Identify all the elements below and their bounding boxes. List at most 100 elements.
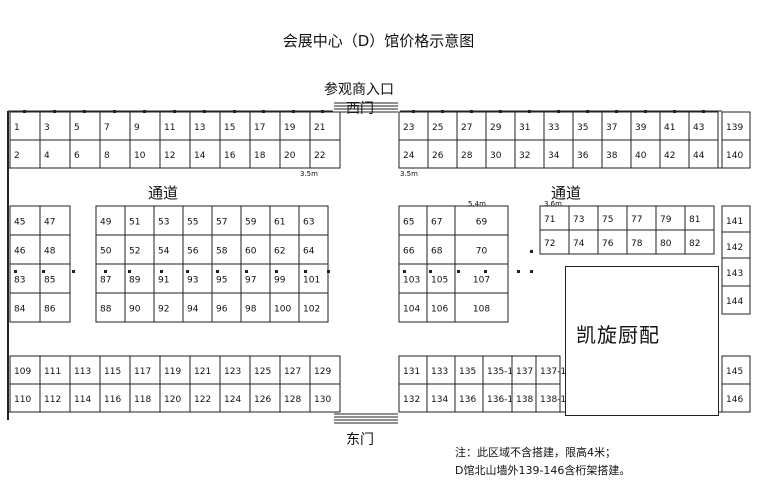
booth-number: 107 <box>473 276 490 286</box>
booth-number: 34 <box>548 151 560 161</box>
booth-number: 138 <box>516 395 533 405</box>
booth-number: 36 <box>577 151 589 161</box>
booth-number: 9 <box>134 123 140 133</box>
marker-dot <box>429 270 432 273</box>
booth-number: 105 <box>431 276 448 286</box>
booth <box>9 292 41 323</box>
booth <box>454 205 509 236</box>
booth <box>485 111 516 141</box>
visitor-entrance-label: 参观商入口 <box>324 82 394 98</box>
marker-dot <box>203 110 206 113</box>
booth-number: 146 <box>726 395 743 405</box>
booth-number: 72 <box>544 239 555 249</box>
booth <box>454 263 509 294</box>
booth-number: 39 <box>635 123 647 133</box>
booth-number: 48 <box>44 247 56 257</box>
booth-number: 31 <box>519 123 530 133</box>
booth-number: 84 <box>14 305 26 315</box>
marker-dot <box>321 110 324 113</box>
booth-number: 120 <box>164 395 181 405</box>
booth <box>568 229 599 255</box>
booth <box>597 229 628 255</box>
booth <box>298 234 329 265</box>
booth-number: 15 <box>224 123 235 133</box>
booth-number: 70 <box>476 247 488 257</box>
booth <box>279 355 311 385</box>
booth <box>240 292 271 323</box>
booth-number: 113 <box>74 367 91 377</box>
page-title: 会展中心（D）馆价格示意图 <box>282 32 475 50</box>
booth <box>153 234 184 265</box>
kitchen-area: 凯旋厨配 <box>565 266 719 416</box>
booth-number: 137-1 <box>540 367 566 377</box>
booth-number: 98 <box>245 305 257 315</box>
marker-dot <box>557 110 560 113</box>
booth-number: 76 <box>602 239 614 249</box>
booth-number: 103 <box>403 276 420 286</box>
booth-number: 118 <box>134 395 151 405</box>
marker-dot <box>42 270 45 273</box>
booth-number: 130 <box>314 395 331 405</box>
booth <box>482 383 513 413</box>
booth-number: 85 <box>44 276 55 286</box>
booth-number: 108 <box>473 305 490 315</box>
booth-number: 44 <box>693 151 705 161</box>
booth <box>211 205 242 236</box>
booth <box>398 383 428 413</box>
booth-number: 94 <box>187 305 199 315</box>
booth <box>69 355 101 385</box>
booth <box>539 205 570 231</box>
booth <box>721 111 751 141</box>
booth-number: 21 <box>314 123 325 133</box>
booth-number: 115 <box>104 367 121 377</box>
booth-number: 42 <box>664 151 675 161</box>
booth-number: 68 <box>431 247 443 257</box>
marker-dot <box>528 110 531 113</box>
booth-number: 41 <box>664 123 675 133</box>
booth <box>9 263 41 294</box>
marker-dot <box>644 110 647 113</box>
booth-number: 114 <box>74 395 91 405</box>
marker-dot <box>23 110 26 113</box>
booth <box>485 139 516 169</box>
booth-number: 38 <box>606 151 618 161</box>
booth-number: 144 <box>726 297 743 307</box>
booth <box>124 292 155 323</box>
booth <box>240 263 271 294</box>
booth <box>249 139 281 169</box>
booth-number: 77 <box>631 215 642 225</box>
booth-number: 74 <box>573 239 585 249</box>
booth <box>655 229 686 255</box>
booth <box>684 229 715 255</box>
booth-number: 135-1 <box>487 367 513 377</box>
booth <box>39 263 71 294</box>
booth <box>69 111 101 141</box>
marker-dot <box>83 110 86 113</box>
booth-number: 55 <box>187 218 198 228</box>
booth-number: 137 <box>516 367 533 377</box>
booth <box>659 139 690 169</box>
booth-number: 40 <box>635 151 647 161</box>
marker-dot <box>586 110 589 113</box>
booth <box>99 355 131 385</box>
booth <box>454 234 509 265</box>
booth <box>69 139 101 169</box>
booth <box>269 205 300 236</box>
marker-dot <box>403 270 406 273</box>
booth <box>626 205 657 231</box>
booth <box>655 205 686 231</box>
marker-dot <box>292 110 295 113</box>
booth-number: 43 <box>693 123 704 133</box>
booth-number: 97 <box>245 276 256 286</box>
marker-dot <box>262 110 265 113</box>
booth <box>129 355 161 385</box>
marker-dot <box>702 110 705 113</box>
booth-number: 26 <box>432 151 444 161</box>
note-line: 注：此区域不含搭建，限高4米； <box>455 446 616 459</box>
booth <box>9 139 41 169</box>
booth-number: 52 <box>129 247 140 257</box>
booth-number: 87 <box>100 276 111 286</box>
booth-number: 83 <box>14 276 25 286</box>
booth-number: 89 <box>129 276 141 286</box>
